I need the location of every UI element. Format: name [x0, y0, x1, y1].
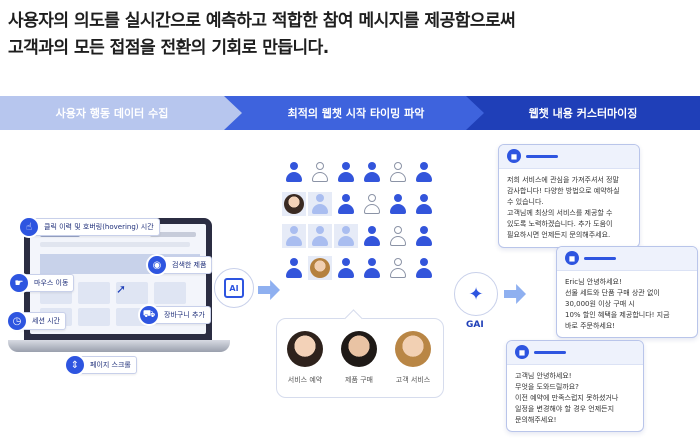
user-cell — [412, 160, 436, 184]
user-grid — [282, 160, 434, 284]
customer-avatar — [395, 331, 431, 367]
behavior-session-time: ◷ 세션 시간 — [6, 310, 66, 332]
chat-card-header: ◼ — [557, 247, 697, 271]
step-customize-chat: 웹챗 내용 커스터마이징 — [466, 96, 700, 130]
laptop-screen — [24, 218, 212, 340]
user-cell — [282, 192, 306, 216]
user-cell — [412, 256, 436, 280]
user-cell — [334, 160, 358, 184]
behavior-click-hover: ☝ 클릭 이력 및 호버링(hovering) 시간 — [18, 216, 160, 238]
arrow-right-icon — [258, 280, 280, 300]
step-label: 웹챗 내용 커스터마이징 — [528, 107, 638, 120]
user-cell — [308, 192, 332, 216]
behavior-mouse-move: ☛ 마우스 이동 — [8, 272, 75, 294]
user-cell — [308, 256, 332, 280]
headline: 사용자의 의도를 실시간으로 예측하고 적합한 참여 메시지를 제공함으로써 고… — [8, 8, 698, 62]
chat-message: Eric님 안녕하세요! 선물 세트와 단품 구매 상관 없이 30,000원 … — [565, 278, 670, 330]
arrow-right-icon — [504, 284, 526, 304]
laptop-base — [8, 340, 230, 352]
process-steps: 사용자 행동 데이터 수집 최적의 웹챗 시작 타이밍 파악 웹챗 내용 커스터… — [0, 96, 700, 130]
user-cell — [412, 224, 436, 248]
user-cell — [360, 224, 384, 248]
chat-message: 저희 서비스에 관심을 가져주셔서 정말 감사합니다! 다양한 방법으로 예약하… — [507, 176, 620, 239]
eye-icon: ◉ — [146, 254, 168, 276]
user-cell — [360, 256, 384, 280]
user-cell — [282, 224, 306, 248]
user-cell — [334, 192, 358, 216]
user-cell — [412, 192, 436, 216]
user-photo — [284, 194, 304, 214]
website-mockup — [30, 224, 206, 334]
chatbot-icon: ◼ — [565, 251, 579, 265]
chat-card-support: ◼ 고객님 안녕하세요! 무엇을 도와드릴까요? 이전 예약에 만족스럽지 못하… — [506, 340, 644, 432]
behavior-label: 클릭 이력 및 호버링(hovering) 시간 — [44, 223, 154, 231]
step-label: 사용자 행동 데이터 수집 — [55, 107, 169, 120]
cart-icon: ⛟ — [138, 304, 160, 326]
chat-card-reservation: ◼ 저희 서비스에 관심을 가져주셔서 정말 감사합니다! 다양한 방법으로 예… — [498, 144, 640, 248]
customer-avatar — [287, 331, 323, 367]
ai-chip: AI — [214, 268, 254, 308]
user-cell — [334, 256, 358, 280]
chat-card-header: ◼ — [499, 145, 639, 169]
user-cell — [334, 224, 358, 248]
user-photo — [310, 258, 330, 278]
behavior-label: 장바구니 추가 — [164, 311, 205, 319]
headline-line-1: 사용자의 의도를 실시간으로 예측하고 적합한 참여 메시지를 제공함으로써 — [8, 11, 516, 31]
behavior-label: 검색한 제품 — [172, 261, 207, 269]
cursor-icon: ➚ — [116, 282, 127, 296]
user-cell — [386, 192, 410, 216]
user-cell — [386, 256, 410, 280]
ai-chip-icon: AI — [224, 278, 244, 298]
clock-icon: ◷ — [6, 310, 28, 332]
scroll-icon: ⇕ — [64, 354, 86, 376]
user-cell — [386, 224, 410, 248]
step-find-timing: 최적의 웹챗 시작 타이밍 파악 — [224, 96, 488, 130]
headline-line-2: 고객과의 모든 접점을 전환의 기회로 만듭니다. — [8, 38, 329, 58]
behavior-label: 페이지 스크롤 — [90, 361, 131, 369]
chat-message: 고객님 안녕하세요! 무엇을 도와드릴까요? 이전 예약에 만족스럽지 못하셨거… — [515, 372, 619, 424]
customer-label: 제품 구매 — [345, 376, 373, 384]
user-cell — [282, 160, 306, 184]
pointer-icon: ☛ — [8, 272, 30, 294]
behavior-label: 세션 시간 — [32, 317, 60, 325]
chat-card-header: ◼ — [507, 341, 643, 365]
user-cell — [282, 256, 306, 280]
behavior-add-to-cart: ⛟ 장바구니 추가 — [138, 304, 211, 326]
chat-card-promotion: ◼ Eric님 안녕하세요! 선물 세트와 단품 구매 상관 없이 30,000… — [556, 246, 698, 338]
behavior-label: 마우스 이동 — [34, 279, 69, 287]
gai-label: GAI — [466, 320, 484, 330]
user-cell — [308, 160, 332, 184]
user-cell — [360, 160, 384, 184]
step-collect-data: 사용자 행동 데이터 수집 — [0, 96, 246, 130]
customer-label: 고객 서비스 — [395, 376, 431, 384]
user-cell — [308, 224, 332, 248]
customer-avatar — [341, 331, 377, 367]
chatbot-icon: ◼ — [507, 149, 521, 163]
behavior-viewed-product: ◉ 검색한 제품 — [146, 254, 213, 276]
behavior-page-scroll: ⇕ 페이지 스크롤 — [64, 354, 137, 376]
user-cell — [360, 192, 384, 216]
magic-wand-icon: ✦ — [454, 272, 498, 316]
touch-icon: ☝ — [18, 216, 40, 238]
customer-segments: 서비스 예약 제품 구매 고객 서비스 — [276, 318, 444, 398]
step-label: 최적의 웹챗 시작 타이밍 파악 — [287, 107, 425, 120]
chatbot-icon: ◼ — [515, 345, 529, 359]
customer-label: 서비스 예약 — [287, 376, 323, 384]
user-cell — [386, 160, 410, 184]
